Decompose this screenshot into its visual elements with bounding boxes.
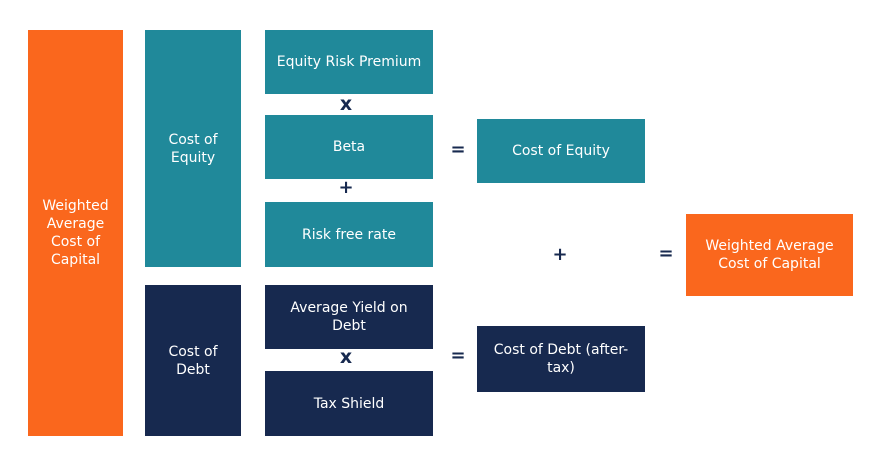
multiply-operator-debt: x (339, 346, 353, 368)
plus-operator-equity: + (338, 177, 354, 198)
cost-of-debt-result-box: Cost of Debt (after- tax) (477, 326, 645, 392)
equity-risk-premium-box: Equity Risk Premium (265, 30, 433, 94)
tax-shield-box: Tax Shield (265, 371, 433, 436)
wacc-side-label: Weighted Average Cost of Capital (28, 30, 123, 436)
equals-operator-debt: = (450, 345, 466, 366)
average-yield-on-debt-box: Average Yield on Debt (265, 285, 433, 349)
cost-of-equity-group-label: Cost of Equity (145, 30, 241, 267)
weighted-average-cost-of-capital-result: Weighted Average Cost of Capital (686, 214, 853, 296)
multiply-operator-equity: x (339, 93, 353, 115)
risk-free-rate-box: Risk free rate (265, 202, 433, 267)
beta-box: Beta (265, 115, 433, 179)
cost-of-debt-group-label: Cost of Debt (145, 285, 241, 436)
cost-of-equity-result-box: Cost of Equity (477, 119, 645, 183)
plus-operator-combine: + (552, 244, 568, 265)
equals-operator-equity: = (450, 139, 466, 160)
equals-operator-final: = (658, 243, 674, 264)
